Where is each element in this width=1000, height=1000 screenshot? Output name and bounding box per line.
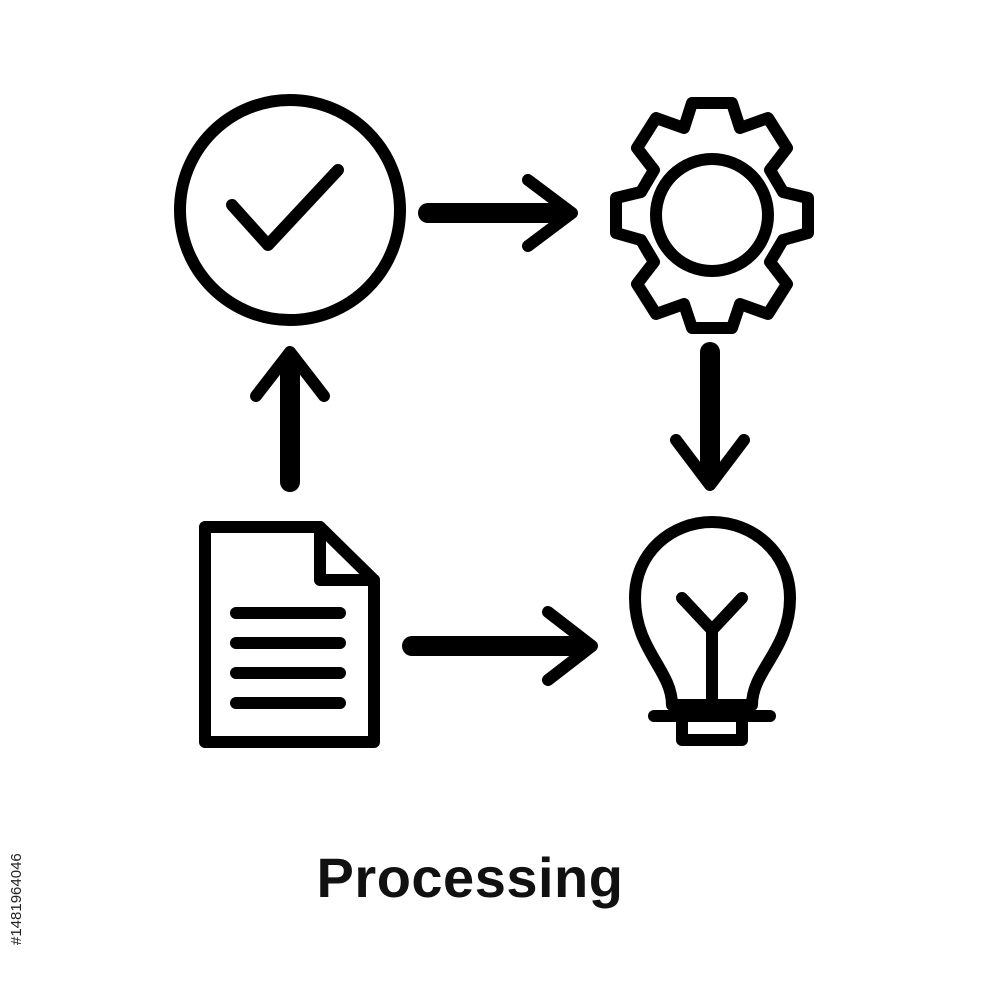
gear-icon	[610, 97, 814, 334]
lightbulb-icon	[629, 516, 796, 746]
arrow-right-bottom	[402, 606, 598, 686]
stock-id-label: #1481964046	[8, 853, 25, 945]
arrow-right-top	[418, 174, 578, 252]
arrow-up-left	[250, 346, 330, 492]
caption-title: Processing	[316, 846, 624, 909]
arrow-down-right	[670, 342, 750, 491]
document-icon	[199, 521, 380, 748]
check-circle-icon	[174, 94, 406, 326]
